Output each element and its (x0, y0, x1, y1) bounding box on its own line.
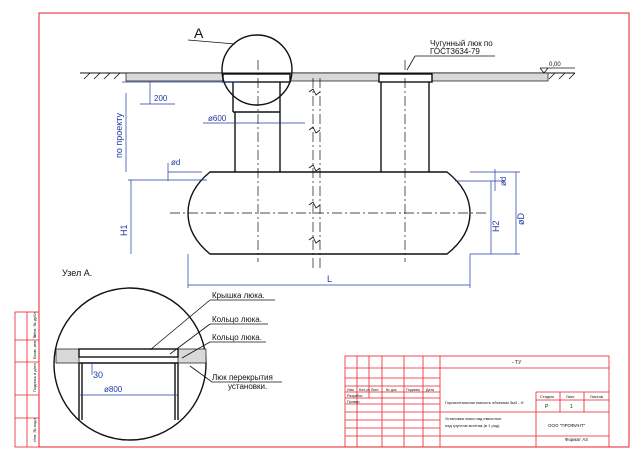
tb-format: Формат А3 (565, 437, 588, 442)
break-marks (308, 88, 321, 244)
gost-leader (406, 55, 416, 71)
dim-dn: ød (499, 177, 508, 186)
tb-desc-1: Установка люка над емкостью (445, 416, 501, 421)
tb-designation: - ТУ (512, 360, 522, 366)
callout-ring-1: Кольцо люка. (212, 315, 262, 324)
tb-stage-head: Стадия (540, 394, 554, 399)
stamp-inv-dubl: Инв. № дубл. (32, 311, 37, 336)
level-value: 0,00 (549, 62, 561, 68)
callout-slab-2: установки. (228, 382, 267, 391)
dim-by-project: по проекту (114, 112, 124, 158)
node-title: Узел А. (62, 268, 92, 278)
detail-30: 30 (93, 370, 103, 380)
tb-checker: Провер. (347, 400, 360, 404)
tb-name: Горизонтальная емкость объемом 3м3 - Н (445, 400, 524, 405)
detail-circle (53, 287, 207, 441)
detail-a-marker (221, 34, 293, 106)
stamp-inv-podl: Инв. № подл. (32, 417, 37, 442)
ground-surface (80, 72, 576, 82)
dim-L: L (327, 274, 332, 284)
tb-company: ООО "ПРОФИНТ" (548, 423, 586, 428)
left-stamp-column: Инв. № дубл. Взам. инв. № Подпись и дата… (14, 311, 40, 448)
tb-h-list: Лист (371, 388, 379, 392)
tb-h-sign: Подпись (406, 388, 420, 392)
dim-h2: H2 (491, 220, 501, 232)
stamp-vzam: Взам. инв. № (32, 334, 37, 359)
dim-d-left: ød (171, 158, 180, 167)
detail-d800: ø800 (104, 385, 123, 394)
level-mark: 0,00 (539, 62, 575, 74)
title-block: - ТУ Изм Кол.уч Лист № док Подпись Дата … (344, 355, 610, 448)
tank-body (187, 171, 471, 255)
hatch-type-label: Чугунный люк по (430, 39, 493, 48)
right-hatch-shaft (378, 73, 433, 172)
dim-D: øD (516, 213, 526, 225)
dimensions-main: 200 по проекту ø600 ød H1 ød H2 øD L (114, 81, 526, 288)
tb-h-date: Дата (426, 388, 434, 392)
detail-geometry: ø800 30 (55, 348, 207, 420)
callout-ring-2: Кольцо люка. (212, 333, 262, 342)
callout-slab-1: Люк перекрытия (212, 373, 273, 382)
tb-h-izm: Изм (347, 388, 354, 392)
detail-a-leader (187, 39, 236, 45)
tb-sheets-head: Листов (590, 394, 603, 399)
tb-h-kol: Кол.уч (359, 388, 370, 392)
stamp-sign-date: Подпись и дата (32, 362, 37, 392)
tb-sheet-head: Лист (566, 394, 575, 399)
hatch-gost-label: ГОСТ3634-79 (430, 47, 480, 56)
dim-h1: H1 (119, 224, 129, 236)
tb-developer: Разработ. (347, 394, 363, 398)
tb-sheet-value: 1 (570, 404, 573, 410)
detail-callouts: Крышка люка. Кольцо люка. Кольцо люка. Л… (149, 291, 282, 391)
callout-cover: Крышка люка. (212, 291, 265, 300)
dim-200: 200 (154, 94, 168, 103)
tb-h-doc: № док (386, 388, 397, 392)
tb-desc-2: над грунтом монтаж (в 1 ряд) (445, 423, 500, 428)
drawing-frame (38, 12, 630, 448)
detail-a-label: А (194, 25, 204, 41)
dim-d600: ø600 (208, 114, 227, 123)
center-lines (170, 60, 488, 270)
tb-stage-value: Р (545, 404, 549, 410)
